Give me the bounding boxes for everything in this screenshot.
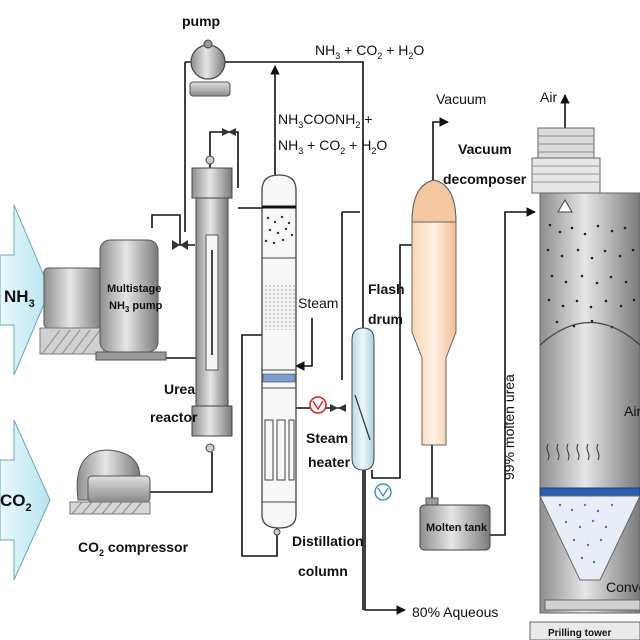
svg-text:Molten tank: Molten tank: [426, 522, 488, 534]
air-side-label: Air: [624, 403, 640, 419]
column-bottom-line: [241, 334, 278, 557]
svg-text:NH3: NH3: [4, 287, 35, 310]
svg-text:Distillation: Distillation: [292, 533, 364, 549]
molten-urea-label: 99% molten urea: [501, 374, 517, 480]
steam-line: [295, 318, 313, 371]
co2-to-reactor-line: [148, 452, 213, 493]
svg-text:CO2 compressor: CO2 compressor: [78, 539, 189, 558]
svg-text:reactor: reactor: [150, 409, 198, 425]
molten-tank: Molten tank: [419, 497, 491, 551]
prilling-tower: Prilling tower Air Air Conve: [529, 89, 640, 640]
svg-text:Vacuum: Vacuum: [458, 141, 512, 157]
distillation-column: Distillation column: [261, 174, 364, 579]
conveyor-label: Conve: [606, 579, 640, 595]
co2-compressor: CO2 compressor: [69, 449, 189, 558]
svg-text:Multistage: Multistage: [107, 283, 161, 295]
nh3-to-reactor-line: [151, 214, 195, 246]
svg-text:column: column: [298, 563, 348, 579]
svg-text:Steam: Steam: [306, 430, 348, 446]
steam-label: Steam: [298, 295, 338, 311]
svg-text:Urea: Urea: [164, 381, 195, 397]
svg-text:NH3 pump: NH3 pump: [109, 300, 163, 314]
valves: [172, 128, 346, 412]
vacuum-decomposer: Vacuum Vacuum decomposer: [411, 91, 527, 446]
aqueous-label: 80% Aqueous: [412, 604, 498, 620]
nh3-feed-arrow: NH3: [0, 204, 51, 376]
pump-label: pump: [182, 13, 220, 29]
flash-to-decomposer-line: [371, 244, 418, 479]
svg-text:decomposer: decomposer: [443, 171, 527, 187]
svg-text:Vacuum: Vacuum: [436, 91, 486, 107]
svg-text:CO2: CO2: [0, 491, 32, 514]
vacuum-line: [432, 117, 449, 180]
molten-urea-line: [490, 207, 536, 536]
flash-drum: Flash drum: [351, 281, 405, 501]
aqueous-line: [364, 470, 406, 615]
recycle-stream-label: NH3 + CO2 + H2O: [315, 42, 424, 61]
urea-reactor: Urea reactor: [150, 155, 233, 453]
svg-text:heater: heater: [308, 454, 351, 470]
carbamate-label-line2: NH3 + CO2 + H2O: [278, 137, 387, 156]
co2-feed-arrow: CO2: [0, 419, 51, 581]
svg-text:Flash: Flash: [368, 281, 405, 297]
air-top-label: Air: [540, 89, 557, 105]
carbamate-label-line1: NH3COONH2 +: [278, 111, 372, 130]
svg-text:drum: drum: [368, 311, 403, 327]
steam-heater: Steam heater: [306, 396, 351, 470]
recycle-pump: pump: [182, 13, 231, 97]
multistage-nh3-pump: Multistage NH3 pump: [39, 239, 167, 361]
svg-text:Prilling tower: Prilling tower: [548, 628, 611, 639]
